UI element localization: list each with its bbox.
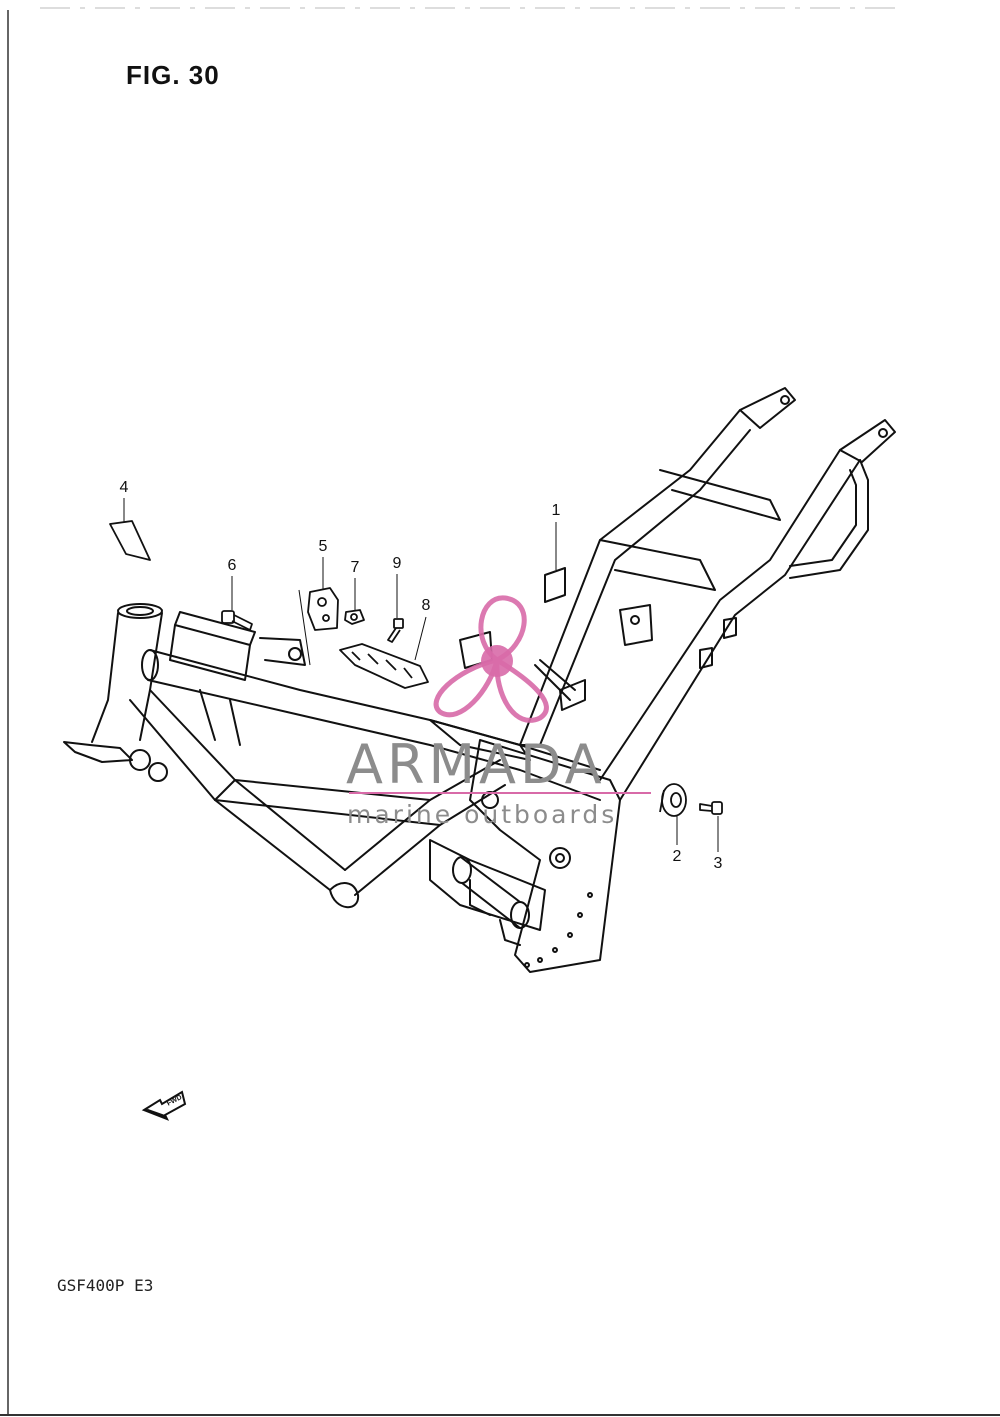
cradle-tubes xyxy=(129,689,506,909)
part-5-bracket xyxy=(307,587,339,631)
part-6-bolt xyxy=(221,610,253,631)
callout-7: 7 xyxy=(350,559,360,576)
figure-title: FIG. 30 xyxy=(126,60,220,90)
part-7-nut xyxy=(344,609,365,625)
part-4-decal xyxy=(109,520,151,561)
leader-lines xyxy=(123,498,719,852)
callout-3: 3 xyxy=(713,855,723,872)
part-8-holder xyxy=(339,643,429,689)
rear-subframe xyxy=(459,387,896,801)
watermark-brand: ARMADA xyxy=(346,733,606,796)
part-2-grommet xyxy=(659,783,687,817)
fwd-arrow-icon xyxy=(141,1090,187,1121)
callout-4: 4 xyxy=(119,479,129,496)
callout-6: 6 xyxy=(227,557,237,574)
watermark-subtitle: marine outboards xyxy=(347,800,618,829)
propeller-icon xyxy=(433,595,549,723)
part-3-bolt xyxy=(699,801,723,815)
callout-1: 1 xyxy=(551,502,561,519)
callout-2: 2 xyxy=(672,848,682,865)
callout-5: 5 xyxy=(318,538,328,555)
model-code: GSF400P E3 xyxy=(57,1276,154,1295)
part-9-screw xyxy=(387,618,404,643)
callout-9: 9 xyxy=(392,555,402,572)
callout-8: 8 xyxy=(421,597,431,614)
